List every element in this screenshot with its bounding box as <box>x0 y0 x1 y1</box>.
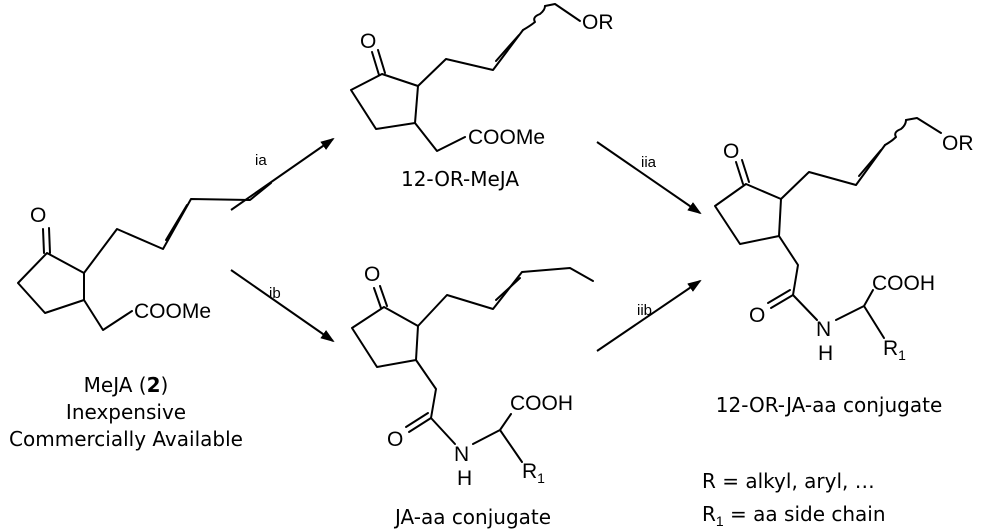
ketone-double-bond-2 <box>371 51 380 76</box>
amide-hydrogen: H <box>457 467 472 490</box>
arrow-iib <box>596 279 702 352</box>
acetate-chain <box>414 122 466 152</box>
ketone-double-bond <box>379 285 388 307</box>
ketone-oxygen: O <box>360 30 376 53</box>
amide-chain <box>778 235 799 296</box>
pentenyl-chain <box>417 267 594 327</box>
arrow-ib <box>230 269 335 343</box>
amide-nitrogen: N <box>454 443 469 466</box>
ester-group: COOMe <box>468 126 545 149</box>
ketone-double-bond-2 <box>735 161 744 185</box>
meja-caption: MeJA (2) <box>84 373 169 397</box>
ketone-oxygen: O <box>723 140 739 163</box>
step-label-ia: ia <box>255 152 267 169</box>
amide-co-double-bond <box>770 294 794 309</box>
meja-descriptor-1: Inexpensive <box>66 400 186 424</box>
wavy-bond <box>522 5 546 31</box>
carboxylic-acid: COOH <box>510 392 573 415</box>
step-label-iib: iib <box>637 302 652 319</box>
acetate-chain <box>83 299 133 331</box>
cis-double-bond-inner <box>495 34 520 62</box>
cyclopentanone-ring <box>714 183 782 245</box>
amide-chain <box>415 359 437 419</box>
amide-co-double-bond-2 <box>405 412 429 428</box>
ether-chain <box>905 117 942 134</box>
ketone-oxygen: O <box>364 263 380 286</box>
cis-double-bond-inner <box>858 149 882 177</box>
ketone-double-bond <box>48 227 51 254</box>
amide-co-double-bond <box>408 417 432 433</box>
amide-hydrogen: H <box>818 342 833 365</box>
ketone-double-bond-2 <box>373 287 382 309</box>
or-ja-aa-caption: 12-OR-JA-aa conjugate <box>716 393 943 417</box>
meja-structure: O COOMe <box>17 182 272 331</box>
step-label-iia: iia <box>641 154 657 171</box>
amide-nh-bond <box>792 294 818 321</box>
amide-co-double-bond-2 <box>767 289 791 304</box>
amide-nitrogen: N <box>816 318 831 341</box>
ketone-double-bond <box>377 49 386 74</box>
cis-double-bond-inner <box>165 204 188 241</box>
cyclopentanone-ring <box>350 73 419 130</box>
or-meja-caption: 12-OR-MeJA <box>401 167 519 191</box>
meja-descriptor-2: Commercially Available <box>9 427 243 451</box>
side-chain-r1: R1 <box>883 337 906 363</box>
cyclopentanone-ring <box>351 306 419 368</box>
ketone-oxygen: O <box>30 204 46 227</box>
or-meja-structure: O COOMe OR <box>350 3 614 152</box>
pentenyl-chain <box>83 182 272 274</box>
step-label-ib: ib <box>269 285 281 302</box>
arrow-ia <box>230 137 335 211</box>
amide-oxygen: O <box>749 304 765 327</box>
pentenyl-chain <box>417 29 524 87</box>
arrow-iia <box>596 141 702 215</box>
pentenyl-chain <box>780 144 886 200</box>
legend-r: R = alkyl, aryl, … <box>702 469 875 493</box>
or-ja-aa-structure: O OR O N H COOH R1 <box>714 117 974 365</box>
cis-double-bond-inner <box>495 277 521 301</box>
ether-group: OR <box>582 11 614 34</box>
amide-nh-bond <box>430 417 456 445</box>
wavy-bond <box>884 119 907 146</box>
ester-group: COOMe <box>134 300 211 323</box>
ketone-double-bond-2 <box>42 228 45 254</box>
ether-chain <box>544 3 581 22</box>
ether-group: OR <box>942 132 974 155</box>
ja-aa-structure: O O N H COOH R1 <box>351 263 594 490</box>
legend-r1: R1 = aa side chain <box>702 502 886 529</box>
ketone-double-bond <box>741 159 750 183</box>
alpha-carbon-bonds <box>472 413 523 463</box>
side-chain-r1: R1 <box>522 460 545 486</box>
carboxylic-acid: COOH <box>872 272 935 295</box>
cyclopentanone-ring <box>17 252 85 314</box>
ja-aa-caption: JA-aa conjugate <box>393 505 551 529</box>
alpha-carbon-bonds <box>835 289 885 339</box>
amide-oxygen: O <box>387 428 403 451</box>
